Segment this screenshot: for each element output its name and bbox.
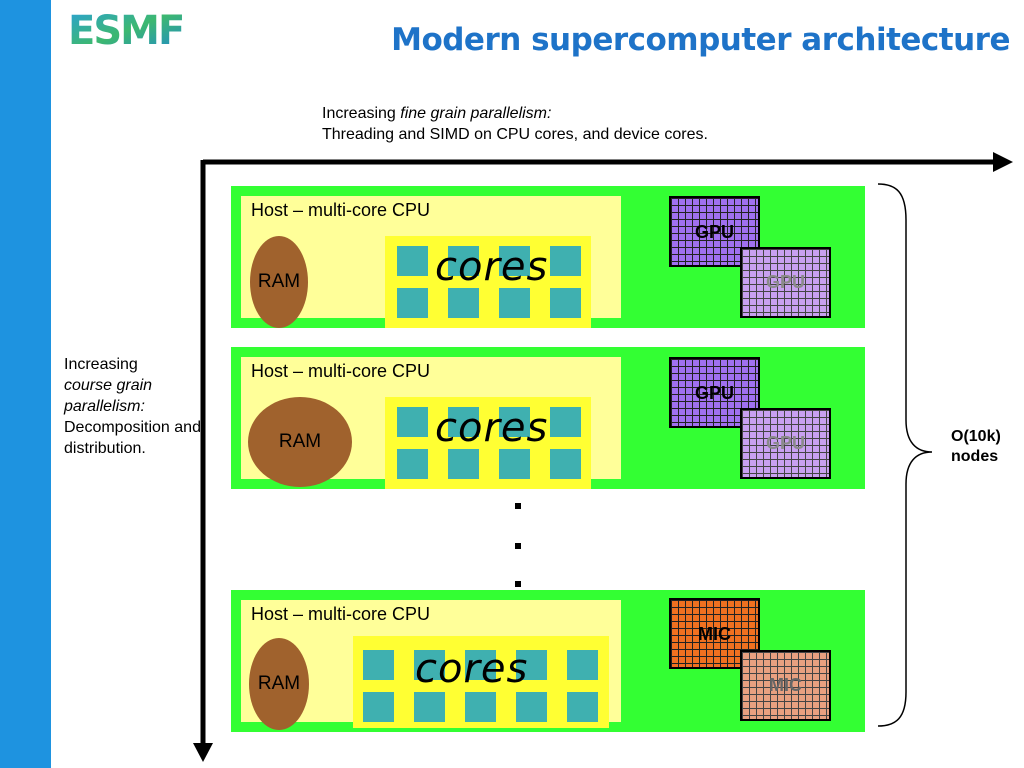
cpu-core <box>414 692 445 722</box>
node-group-brace <box>877 183 933 727</box>
gpu-back-label: GPU <box>765 272 805 292</box>
vertical-arrowhead <box>193 743 213 762</box>
left-sidebar-bar <box>0 0 51 768</box>
cpu-core <box>397 288 428 318</box>
cpu-core <box>567 650 598 680</box>
compute-node-1: Host – multi-core CPU RAM cores GPU GPU <box>231 186 865 328</box>
mic-front-label: MIC <box>698 624 731 644</box>
coarse-grain-caption: Increasing course grain parallelism: Dec… <box>64 354 204 459</box>
cpu-core <box>550 288 581 318</box>
ram-oval: RAM <box>248 397 352 487</box>
coarse-grain-prefix: Increasing <box>64 356 138 373</box>
cpu-core <box>414 650 445 680</box>
cores-label: cores <box>435 405 549 451</box>
gpu-front: GPU <box>669 357 760 428</box>
esmf-logo: ESMF <box>68 8 185 52</box>
host-cpu-box: Host – multi-core CPU RAM cores <box>241 196 621 328</box>
cpu-core <box>550 246 581 276</box>
cpu-core <box>397 246 428 276</box>
cores-label: cores <box>435 244 549 290</box>
horizontal-arrowhead <box>993 152 1013 172</box>
cpu-core <box>499 288 530 318</box>
host-label: Host – multi-core CPU <box>251 604 431 624</box>
slide-title: Modern supercomputer architecture <box>391 22 1010 58</box>
cpu-core <box>448 407 479 437</box>
compute-node-2: Host – multi-core CPU RAM cores GPU GPU <box>231 347 865 489</box>
ram-label: RAM <box>257 271 301 292</box>
ram-label: RAM <box>278 431 322 452</box>
cpu-core <box>397 449 428 479</box>
cpu-core <box>397 407 428 437</box>
cpu-core <box>448 246 479 276</box>
cpu-core <box>499 449 530 479</box>
node-count-label: O(10k) nodes <box>951 427 1001 467</box>
ram-oval: RAM <box>250 236 308 328</box>
node-count-unit: nodes <box>951 448 999 465</box>
host-cpu-box: Host – multi-core CPU RAM cores <box>241 600 621 730</box>
coarse-grain-emphasis: course grain parallelism: <box>64 377 153 415</box>
cores-area: cores <box>385 397 591 489</box>
compute-node-3: Host – multi-core CPU RAM cores MIC MIC <box>231 590 865 732</box>
cpu-core <box>499 407 530 437</box>
cores-area: cores <box>385 236 591 328</box>
ellipsis-dot <box>515 581 521 587</box>
cpu-core <box>499 246 530 276</box>
cpu-core <box>363 692 394 722</box>
cpu-core <box>516 650 547 680</box>
gpu-back: GPU <box>740 408 831 479</box>
fine-grain-caption: Increasing fine grain parallelism: Threa… <box>322 103 708 145</box>
fine-grain-prefix: Increasing <box>322 105 401 122</box>
cpu-core <box>567 692 598 722</box>
ram-label: RAM <box>257 673 301 694</box>
gpu-back: GPU <box>740 247 831 318</box>
gpu-front: GPU <box>669 196 760 267</box>
node-count-value: O(10k) <box>951 428 1001 445</box>
cpu-core <box>550 449 581 479</box>
cores-area: cores <box>353 636 609 728</box>
gpu-front-label: GPU <box>694 383 734 403</box>
cpu-core <box>465 650 496 680</box>
host-label: Host – multi-core CPU <box>251 361 431 381</box>
cpu-core <box>516 692 547 722</box>
cores-label: cores <box>415 646 529 692</box>
gpu-back-label: GPU <box>765 433 805 453</box>
host-label: Host – multi-core CPU <box>251 200 431 220</box>
fine-grain-description: Threading and SIMD on CPU cores, and dev… <box>322 126 708 143</box>
host-cpu-box: Host – multi-core CPU RAM cores <box>241 357 621 489</box>
ellipsis-dot <box>515 543 521 549</box>
ram-oval: RAM <box>249 638 309 730</box>
cpu-core <box>550 407 581 437</box>
mic-back: MIC <box>740 650 831 721</box>
cpu-core <box>448 288 479 318</box>
cpu-core <box>448 449 479 479</box>
cpu-core <box>465 692 496 722</box>
coarse-grain-description: Decomposition and distribution. <box>64 419 201 457</box>
fine-grain-emphasis: fine grain parallelism: <box>400 105 552 122</box>
gpu-front-label: GPU <box>694 222 734 242</box>
ellipsis-dot <box>515 503 521 509</box>
svg-text:ESMF: ESMF <box>68 8 183 52</box>
cpu-core <box>363 650 394 680</box>
mic-back-label: MIC <box>769 675 802 695</box>
